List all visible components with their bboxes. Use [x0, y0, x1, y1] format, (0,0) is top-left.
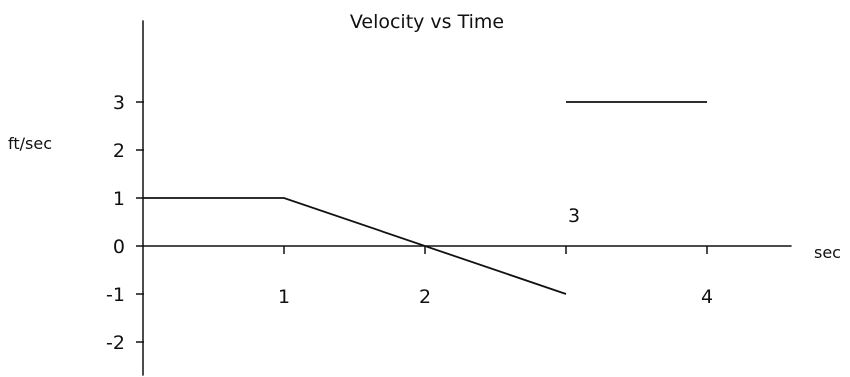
tick-labels: 3 2 1 0 -1 -2 1 2 4: [106, 92, 713, 354]
y-tick-label: 3: [113, 92, 125, 114]
chart-title: Velocity vs Time: [350, 11, 504, 33]
y-tick-label: -2: [106, 332, 125, 354]
x-tick-label: 1: [278, 286, 290, 308]
annotations: 3: [568, 205, 580, 227]
x-tick-label: 4: [701, 286, 713, 308]
y-axis-label: ft/sec: [8, 134, 52, 153]
x-tick-label: 2: [419, 286, 431, 308]
annotation-label: 3: [568, 205, 580, 227]
y-tick-label: 1: [113, 188, 125, 210]
series-lines: [143, 101, 707, 295]
x-axis-label: sec: [814, 243, 841, 262]
y-tick-label: 0: [113, 236, 125, 258]
y-tick-label: -1: [106, 284, 125, 306]
y-tick-label: 2: [113, 140, 125, 162]
velocity-segment: [143, 197, 567, 295]
